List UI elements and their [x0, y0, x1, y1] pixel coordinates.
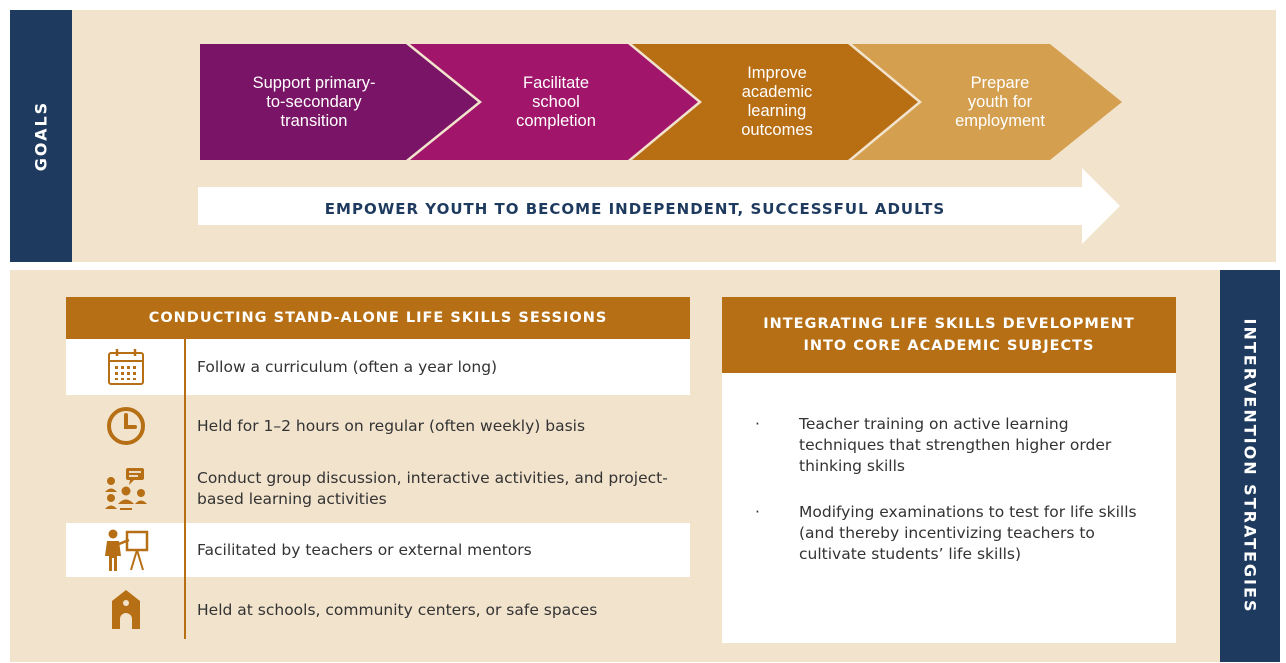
integrating-bullet-text: Teacher training on active learning tech…	[799, 415, 1112, 475]
chevron-1-label: Support primary- to-secondary transition	[252, 74, 376, 130]
stand-alone-row-text: Held for 1–2 hours on regular (often wee…	[197, 416, 586, 435]
stand-alone-row-text: Facilitated by teachers or external ment…	[197, 540, 532, 559]
integrating-bullet: · Teacher training on active learning te…	[755, 414, 1135, 484]
chevron-3-label: Improve academic learning outcomes	[741, 64, 813, 139]
integrating-bullet: · Modifying examinations to test for lif…	[755, 502, 1137, 594]
row-divider-line	[184, 339, 186, 639]
stand-alone-row: Held at schools, community centers, or s…	[66, 581, 690, 639]
chevron-2-label: Facilitate school completion	[516, 74, 596, 130]
group-discussion-icon	[66, 458, 186, 520]
stand-alone-row-text: Follow a curriculum (often a year long)	[197, 357, 498, 376]
integrating-bullet-text: Modifying examinations to test for life …	[799, 503, 1137, 563]
calendar-icon	[66, 339, 186, 395]
chevron-2	[410, 44, 698, 160]
strategies-label: INTERVENTION STRATEGIES	[1240, 318, 1260, 614]
chevron-4	[852, 44, 1122, 160]
stand-alone-header: CONDUCTING STAND-ALONE LIFE SKILLS SESSI…	[66, 297, 690, 339]
strategies-sidebar: INTERVENTION STRATEGIES	[1220, 270, 1280, 662]
teacher-icon	[66, 523, 186, 577]
chevron-1	[200, 44, 478, 160]
chevron-4-label: Prepare youth for employment	[955, 74, 1045, 130]
empower-arrow-text: EMPOWER YOUTH TO BECOME INDEPENDENT, SUC…	[324, 200, 946, 218]
stand-alone-row: Held for 1–2 hours on regular (often wee…	[66, 398, 690, 454]
stand-alone-row-text: Conduct group discussion, interactive ac…	[197, 469, 668, 508]
goals-chevron-diagram	[198, 44, 1122, 244]
clock-icon	[66, 398, 186, 454]
chevron-3	[632, 44, 918, 160]
empower-arrow	[198, 168, 1120, 244]
bullet-dot: ·	[755, 503, 760, 521]
stand-alone-row: Follow a curriculum (often a year long)	[66, 339, 690, 395]
stand-alone-row-text: Held at schools, community centers, or s…	[197, 600, 598, 619]
school-icon	[66, 581, 186, 639]
goals-sidebar: GOALS	[10, 10, 72, 262]
integrating-header: INTEGRATING LIFE SKILLS DEVELOPMENT INTO…	[722, 297, 1176, 373]
stand-alone-row: Facilitated by teachers or external ment…	[66, 523, 690, 577]
stand-alone-row: Conduct group discussion, interactive ac…	[66, 458, 690, 520]
bullet-dot: ·	[755, 415, 760, 433]
